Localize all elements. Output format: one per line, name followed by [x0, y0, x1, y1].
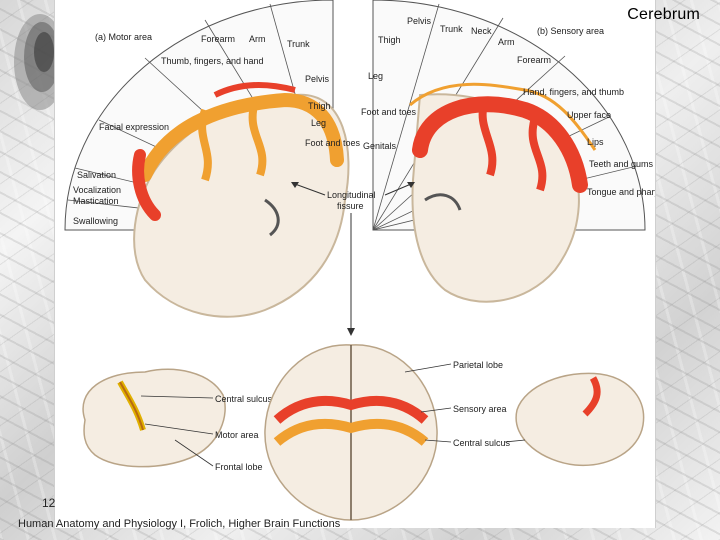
slide-footer: Human Anatomy and Physiology I, Frolich,… [18, 518, 341, 530]
sensory-part-genitals: Genitals [363, 141, 397, 151]
fissure-label-line1: Longitudinal [327, 190, 376, 200]
motor-part-facial: Facial expression [99, 122, 169, 132]
top-view-central-sulcus: Central sulcus [453, 438, 511, 448]
motor-part-thigh: Thigh [308, 101, 331, 111]
sensory-part-teeth: Teeth and gums [589, 159, 654, 169]
left-view-motor-area: Motor area [215, 430, 259, 440]
motor-cortex-section [132, 82, 350, 318]
motor-part-forearm: Forearm [201, 34, 235, 44]
motor-part-leg: Leg [311, 118, 326, 128]
sensory-part-lips: Lips [587, 137, 604, 147]
sensory-part-thigh: Thigh [378, 35, 401, 45]
sensory-part-leg: Leg [368, 71, 383, 81]
motor-part-trunk: Trunk [287, 39, 310, 49]
motor-part-swallowing: Swallowing [73, 216, 118, 226]
sensory-part-neck: Neck [471, 26, 492, 36]
motor-part-pelvis: Pelvis [305, 74, 330, 84]
top-view-parietal-lobe: Parietal lobe [453, 360, 503, 370]
fissure-label-line2: fissure [337, 201, 364, 211]
motor-labels: (a) Motor area Trunk Arm Forearm Thumb, … [73, 32, 361, 226]
motor-part-hand: Thumb, fingers, and hand [161, 56, 264, 66]
sensory-labels: (b) Sensory area Pelvis Trunk Neck Arm T… [361, 16, 655, 197]
motor-part-mastication: Mastication [73, 196, 119, 206]
motor-part-foot: Foot and toes [305, 138, 361, 148]
top-view-brain: Parietal lobe Sensory area Central sulcu… [264, 344, 511, 521]
sensory-part-tongue: Tongue and pharynx [587, 187, 655, 197]
top-view-sensory-area: Sensory area [453, 404, 507, 414]
motor-area-title: (a) Motor area [95, 32, 152, 42]
sensory-part-foot: Foot and toes [361, 107, 417, 117]
sensory-part-arm: Arm [498, 37, 515, 47]
head-section-image [14, 14, 62, 110]
sensory-area-title: (b) Sensory area [537, 26, 604, 36]
left-view-frontal-lobe: Frontal lobe [215, 462, 263, 472]
sensory-part-upper-face: Upper face [567, 110, 611, 120]
sensory-part-pelvis: Pelvis [407, 16, 432, 26]
cerebrum-figure: (a) Motor area Trunk Arm Forearm Thumb, … [54, 0, 656, 528]
sensory-part-hand: Hand, fingers, and thumb [523, 87, 624, 97]
motor-part-vocalization: Vocalization [73, 185, 121, 195]
sensory-part-forearm: Forearm [517, 55, 551, 65]
left-view-central-sulcus: Central sulcus [215, 394, 273, 404]
figure-canvas: (a) Motor area Trunk Arm Forearm Thumb, … [64, 0, 655, 521]
slide-number: 12 [42, 496, 56, 510]
longitudinal-fissure-label: Longitudinal fissure [291, 182, 415, 336]
sensory-cortex-section [409, 82, 597, 303]
motor-part-arm: Arm [249, 34, 266, 44]
right-lateral-brain [504, 372, 645, 467]
motor-part-salivation: Salivation [77, 170, 116, 180]
left-lateral-brain: Central sulcus Motor area Frontal lobe [82, 368, 273, 472]
sensory-part-trunk: Trunk [440, 24, 463, 34]
slide-title: Cerebrum [627, 6, 700, 23]
